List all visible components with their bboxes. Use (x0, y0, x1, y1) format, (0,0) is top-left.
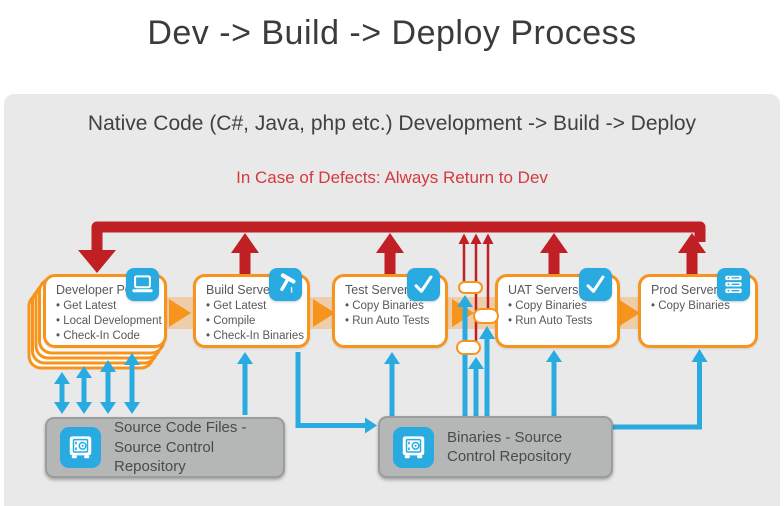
stage-bullet: Copy Binaries (345, 299, 439, 314)
diagram-subtitle: Native Code (C#, Java, php etc.) Develop… (87, 112, 697, 135)
repo-label: Source Code Files - Source Control Repos… (114, 418, 283, 477)
stage-bullet: Copy Binaries (651, 299, 749, 314)
stage-test-servers: Test Servers Copy Binaries Run Auto Test… (332, 268, 448, 348)
stage-title: UAT Servers (508, 283, 579, 297)
stage-title: Developer PC (56, 283, 134, 297)
repo-label-line2: Source Control Repository (114, 438, 215, 476)
stage-bullet: Run Auto Tests (345, 314, 439, 329)
repo-label-line2: Control Repository (447, 448, 572, 465)
return-to-dev-arrows (78, 221, 706, 342)
binaries-repository: Binaries - Source Control Repository (378, 416, 613, 478)
stage-bullet: Check-In Code (56, 329, 158, 344)
manual-gate-pill (458, 281, 483, 294)
return-arrowhead-dev (78, 250, 116, 273)
laptop-icon (126, 268, 159, 301)
stage-bullet: Compile (206, 314, 301, 329)
stage-title: Prod Servers (651, 283, 724, 297)
check-icon (579, 268, 612, 301)
source-code-repository: Source Code Files - Source Control Repos… (45, 417, 285, 478)
stage-prod-servers: Prod Servers Copy Binaries (638, 268, 758, 348)
stage-uat-servers: UAT Servers Copy Binaries Run Auto Tests (495, 268, 620, 348)
page-title: Dev -> Build -> Deploy Process (147, 14, 637, 52)
server-rack-icon (717, 268, 750, 301)
manual-gate-pill (473, 308, 499, 324)
repo-label-line1: Source Code Files - (114, 419, 247, 437)
stage-bullet: Local Development (56, 314, 161, 329)
stage-bullet: Get Latest (206, 299, 301, 314)
repo-label: Binaries - Source Control Repository (447, 428, 571, 467)
manual-gate-pill (456, 340, 481, 355)
stage-build-server: Build Server Get Latest Compile Check-In… (193, 268, 310, 348)
stage-title: Test Servers (345, 283, 415, 297)
dev-source-sync-arrows (54, 353, 140, 414)
defect-note: In Case of Defects: Always Return to Dev (236, 168, 548, 187)
check-icon (407, 268, 440, 301)
repo-label-line1: Binaries - Source (447, 428, 563, 446)
safe-icon (60, 427, 101, 468)
stage-bullet: Copy Binaries (508, 299, 611, 314)
stage-title: Build Server (206, 283, 275, 297)
stage-bullet: Run Auto Tests (508, 314, 611, 329)
stage-bullet: Get Latest (56, 299, 158, 314)
stage-developer-pc: Developer PC Get Latest Local Developmen… (43, 268, 167, 348)
safe-icon (393, 426, 434, 468)
blue-flow-arrows (54, 295, 708, 434)
stage-bullet: Check-In Binaries (206, 329, 304, 344)
hammer-icon (269, 268, 302, 301)
